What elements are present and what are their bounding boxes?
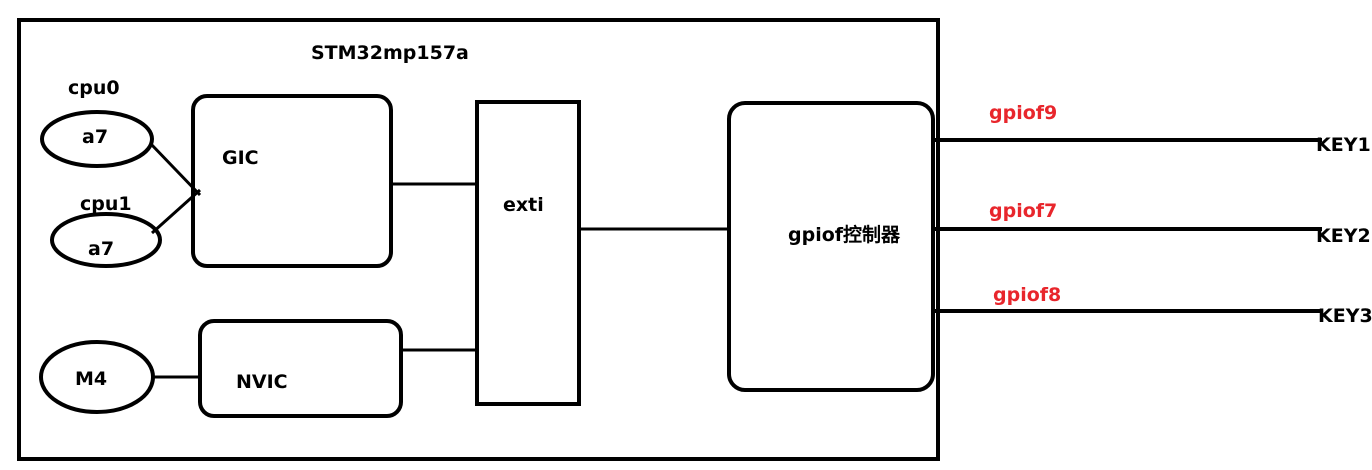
gpio-controller-label: gpiof控制器 <box>788 223 901 246</box>
gic-label: GIC <box>222 147 259 169</box>
signal-label-gpiof9: gpiof9 <box>989 102 1057 124</box>
signal-label-gpiof7: gpiof7 <box>989 200 1057 222</box>
nvic-block <box>198 319 403 418</box>
key-label-key1: KEY1 <box>1316 134 1371 156</box>
cpu1-core-label: a7 <box>88 238 114 260</box>
cpu0-core-ellipse <box>40 110 154 168</box>
nvic-label: NVIC <box>236 371 288 393</box>
chip-title: STM32mp157a <box>311 42 469 64</box>
exti-block <box>475 100 581 406</box>
gpio-controller-block <box>727 101 935 392</box>
cpu0-label: cpu0 <box>68 77 120 99</box>
signal-label-gpiof8: gpiof8 <box>993 284 1061 306</box>
cpu1-label: cpu1 <box>80 193 132 215</box>
key-label-key3: KEY3 <box>1318 305 1372 327</box>
chip-outline <box>17 18 940 461</box>
exti-label: exti <box>503 194 544 216</box>
key-label-key2: KEY2 <box>1316 225 1371 247</box>
cpu1-core-ellipse <box>50 212 162 268</box>
cpu0-core-label: a7 <box>82 126 108 148</box>
m4-core-label: M4 <box>75 368 107 390</box>
gic-block <box>191 94 393 268</box>
